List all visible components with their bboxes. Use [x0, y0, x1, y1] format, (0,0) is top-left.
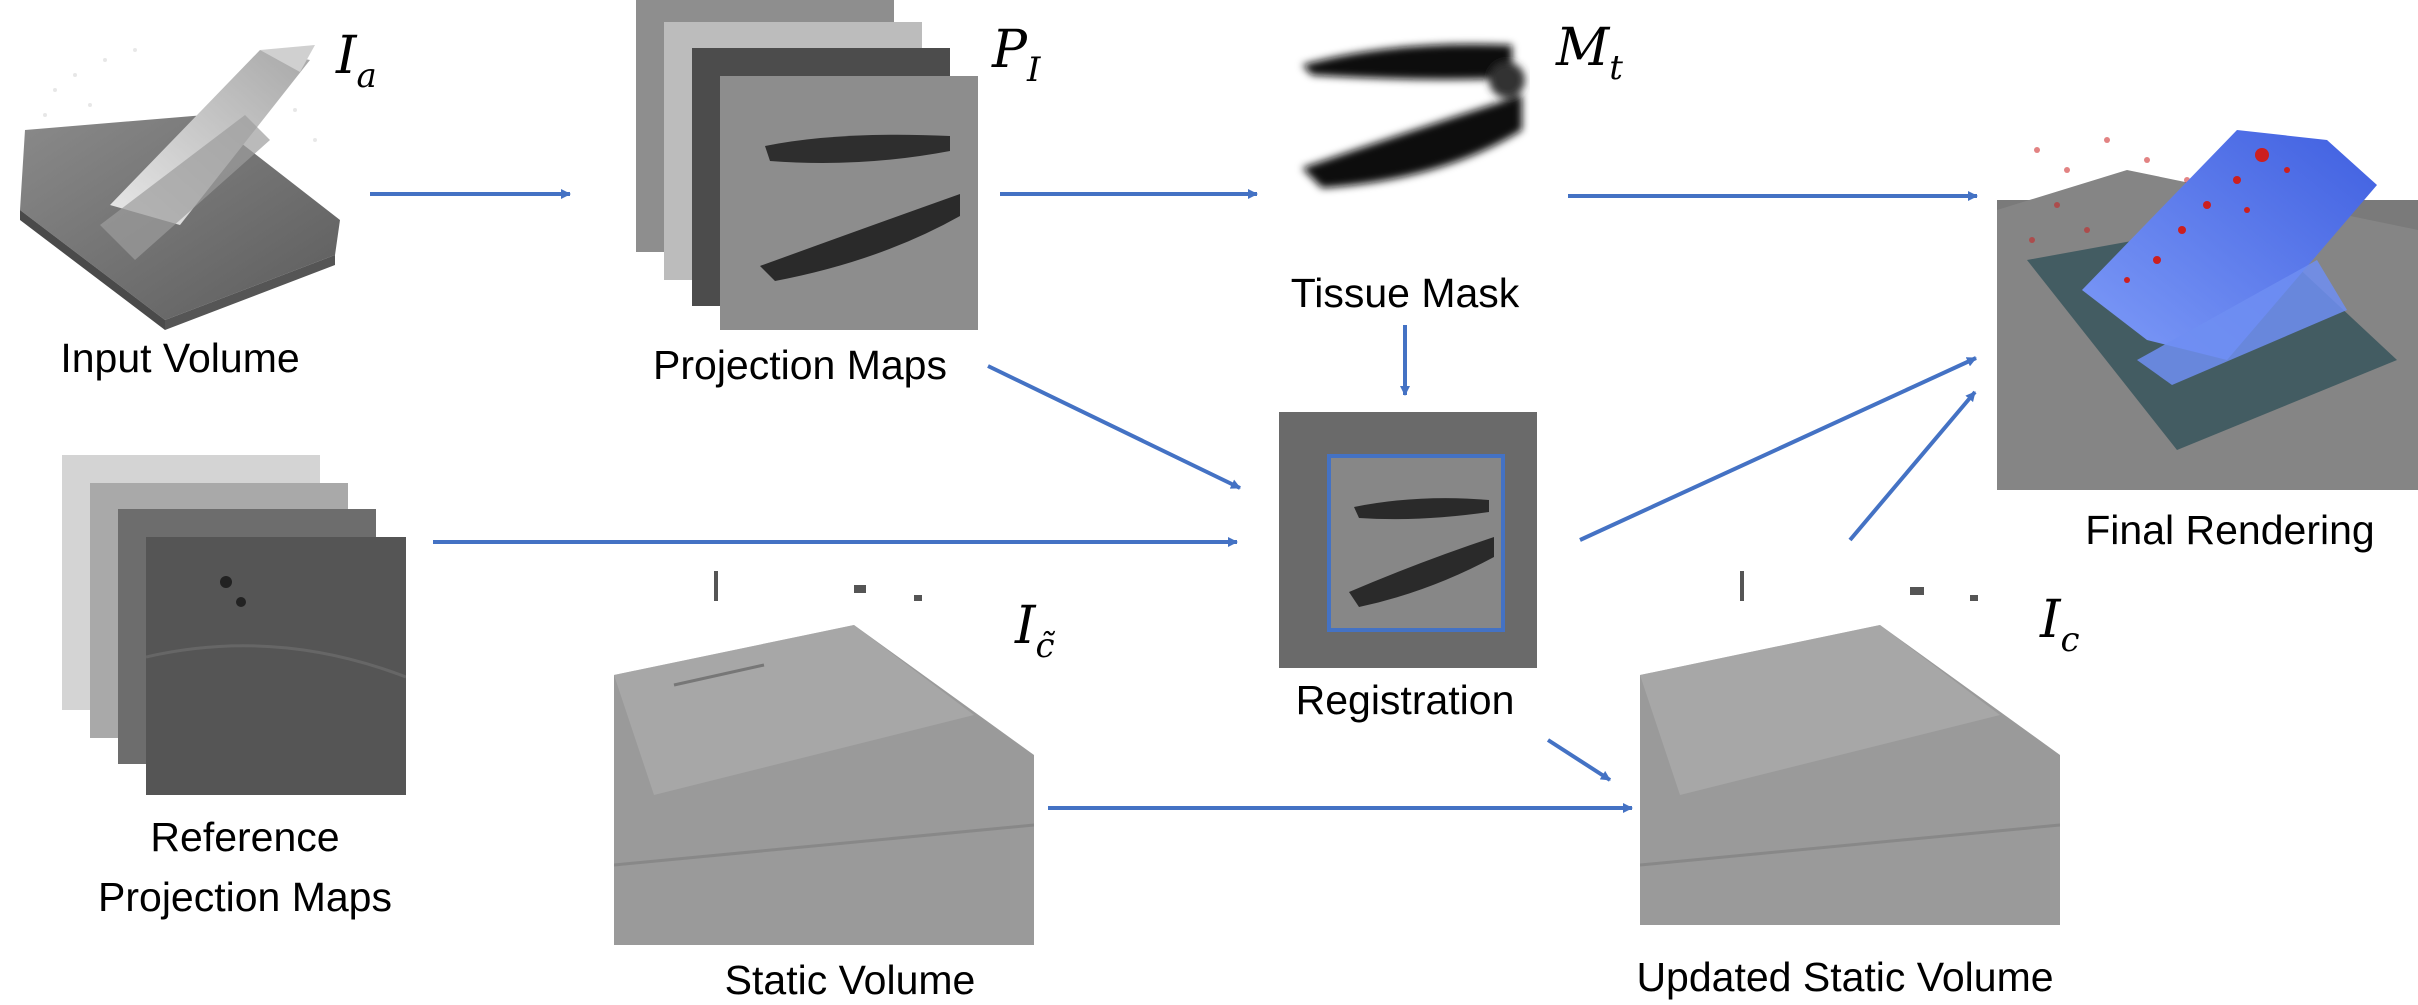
arrow-registration-to-final [1579, 356, 1977, 542]
arrow-registration-to-updated [1546, 738, 1612, 782]
updated-static-volume-label: Updated Static Volume [1636, 954, 2054, 1000]
input-volume-label: Input Volume [60, 335, 300, 381]
registration-label: Registration [1295, 677, 1515, 723]
reference-map-front [145, 537, 407, 795]
symbol-subscript: a [356, 56, 377, 96]
symbol-subscript: I [1027, 50, 1041, 90]
registration-image [1279, 412, 1537, 668]
arrow-projection-to-registration [987, 364, 1241, 490]
symbol-letter: I [1015, 596, 1036, 656]
reference-maps-stack [62, 455, 412, 800]
updated-static-volume-image [1640, 565, 2060, 925]
tissue-mask-label: Tissue Mask [1290, 270, 1520, 316]
input-volume-image [15, 20, 345, 330]
projection-maps-label: Projection Maps [653, 342, 947, 388]
symbol-subscript: c̃ [1035, 626, 1055, 666]
symbol-letter: I [2040, 590, 2061, 650]
projection-maps-stack [636, 0, 986, 335]
symbol-letter: I [336, 26, 357, 86]
symbol-letter: P [992, 20, 1027, 80]
static-volume-label: Static Volume [724, 957, 976, 1003]
updated-static-volume-symbol: Ic [2040, 590, 2080, 660]
projection-map-front [720, 76, 978, 330]
tissue-mask-symbol: Mt [1556, 18, 1623, 88]
reference-maps-label-line2: Projection Maps [98, 874, 392, 920]
reference-maps-label-line1: Reference [150, 814, 340, 860]
final-rendering-image [1997, 110, 2418, 490]
static-volume-symbol: Ic̃ [1015, 596, 1055, 666]
final-rendering-label: Final Rendering [2085, 507, 2375, 553]
symbol-letter: M [1556, 18, 1610, 78]
tissue-mask-image [1272, 0, 1530, 262]
input-volume-symbol: Ia [336, 26, 377, 96]
symbol-subscript: t [1609, 48, 1623, 88]
projection-maps-symbol: PI [992, 20, 1040, 90]
arrow-updated-to-final [1848, 390, 1977, 542]
symbol-subscript: c [2060, 620, 2080, 660]
static-volume-image [614, 565, 1034, 945]
